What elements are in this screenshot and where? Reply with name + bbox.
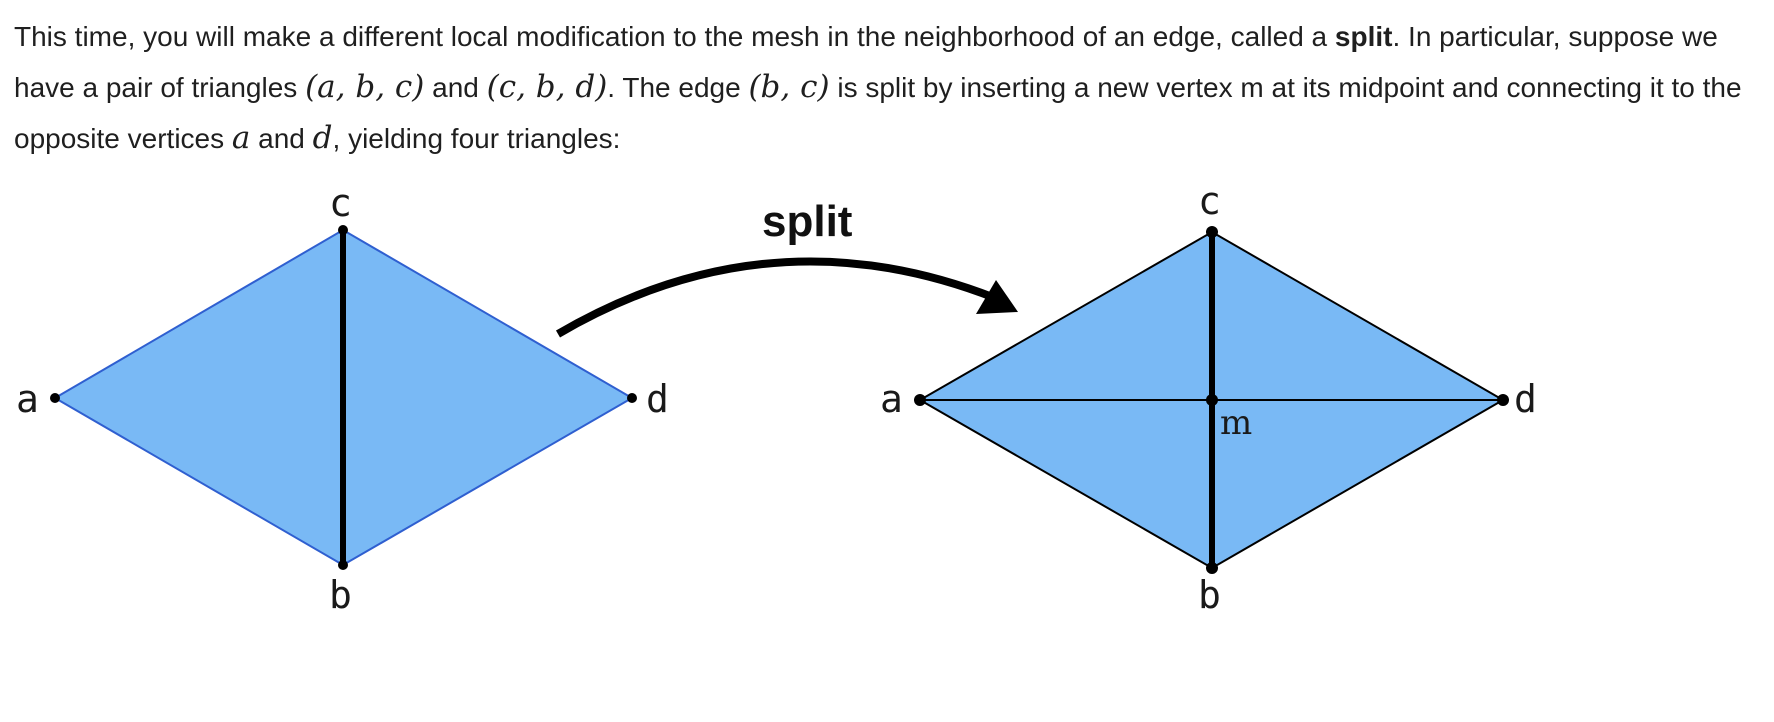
right-label-c: c	[1198, 180, 1221, 223]
left-label-c: c	[329, 181, 352, 225]
right-vertex-a-dot	[914, 394, 926, 406]
split-arrow-label: split	[762, 197, 853, 246]
right-vertex-m-dot	[1206, 394, 1218, 406]
left-vertex-b-dot	[338, 560, 348, 570]
split-arrow-head	[976, 280, 1018, 314]
left-label-a: a	[16, 377, 39, 421]
split-arrow-curve	[555, 257, 997, 338]
math-triangle-cbd: (c, b, d)	[486, 69, 608, 105]
left-label-d: d	[646, 377, 669, 421]
split-arrow: split	[555, 197, 1018, 338]
term-split: split	[1334, 21, 1393, 52]
description-paragraph: This time, you will make a different loc…	[14, 12, 1764, 164]
left-vertex-a-dot	[50, 393, 60, 403]
right-vertex-b-dot	[1206, 562, 1218, 574]
math-vertex-a: a	[231, 120, 251, 156]
text-split-description: is split by inserting a new vertex m at …	[14, 72, 1742, 154]
right-vertex-c-dot	[1206, 226, 1218, 238]
right-label-m: m	[1220, 403, 1252, 443]
left-vertex-c-dot	[338, 225, 348, 235]
right-label-b: b	[1198, 573, 1221, 617]
math-vertex-d: d	[312, 120, 333, 156]
text-yielding: , yielding four triangles:	[332, 123, 621, 154]
right-vertex-d-dot	[1497, 394, 1509, 406]
text-the-edge: . The edge	[607, 72, 749, 103]
left-vertex-d-dot	[627, 393, 637, 403]
right-mesh: a c d b m	[880, 180, 1537, 617]
text-and-2: and	[250, 123, 313, 154]
right-label-a: a	[880, 377, 903, 421]
math-triangle-abc: (a, b, c)	[305, 69, 425, 105]
math-edge-bc: (b, c)	[748, 69, 830, 105]
left-label-b: b	[329, 573, 352, 617]
text-and-1: and	[424, 72, 487, 103]
split-diagram: a c d b split a c d b m	[16, 180, 1537, 617]
right-label-d: d	[1514, 377, 1537, 421]
left-mesh: a c d b	[16, 181, 669, 617]
text-pair-of-triangles: . In particular, suppose we have a pair …	[14, 21, 1718, 103]
text-intro: This time, you will make a different loc…	[14, 21, 1335, 52]
